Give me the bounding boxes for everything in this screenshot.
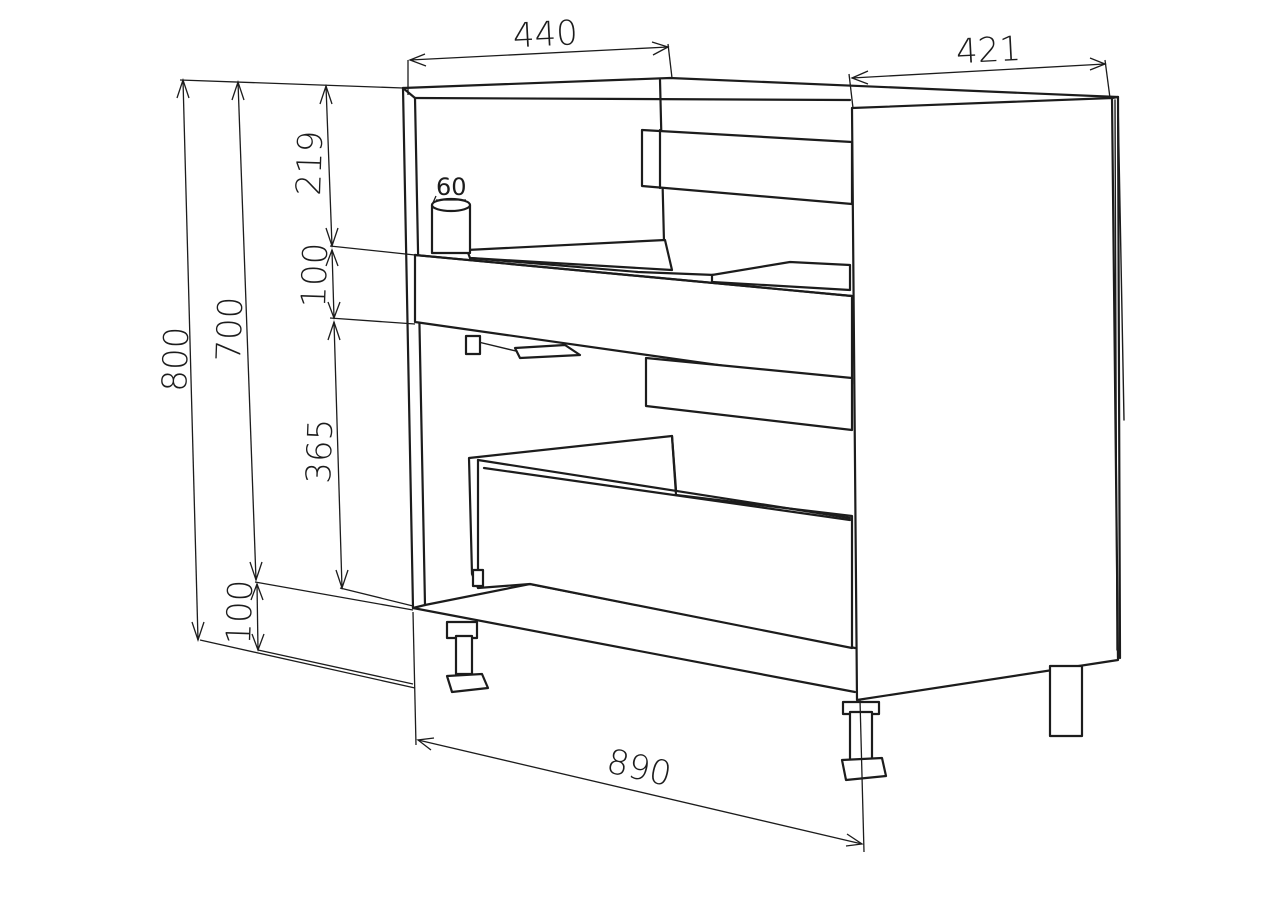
dimension-lines [176,41,1111,853]
dim-440-label: 440 [512,13,579,56]
top-drawer [430,197,852,292]
dim-365-label: 365 [299,418,341,484]
dim-700-label: 700 [209,296,251,362]
back-upper-rail [640,128,854,206]
legs [445,620,1084,782]
dim-421-label: 421 [955,29,1022,72]
dim-100-legs-label: 100 [219,579,261,645]
bottom-drawer [467,434,854,650]
dim-890-label: 890 [603,741,675,795]
right-side-panel [850,95,1125,702]
dimension-labels: 440 421 60 219 100 365 700 800 100 890 [155,13,1022,795]
dim-219-label: 219 [289,130,331,196]
dim-800-label: 800 [155,326,197,392]
dim-100-drawer-label: 100 [294,242,336,308]
dim-60-label: 60 [436,173,467,201]
middle-back-rail [644,356,854,432]
